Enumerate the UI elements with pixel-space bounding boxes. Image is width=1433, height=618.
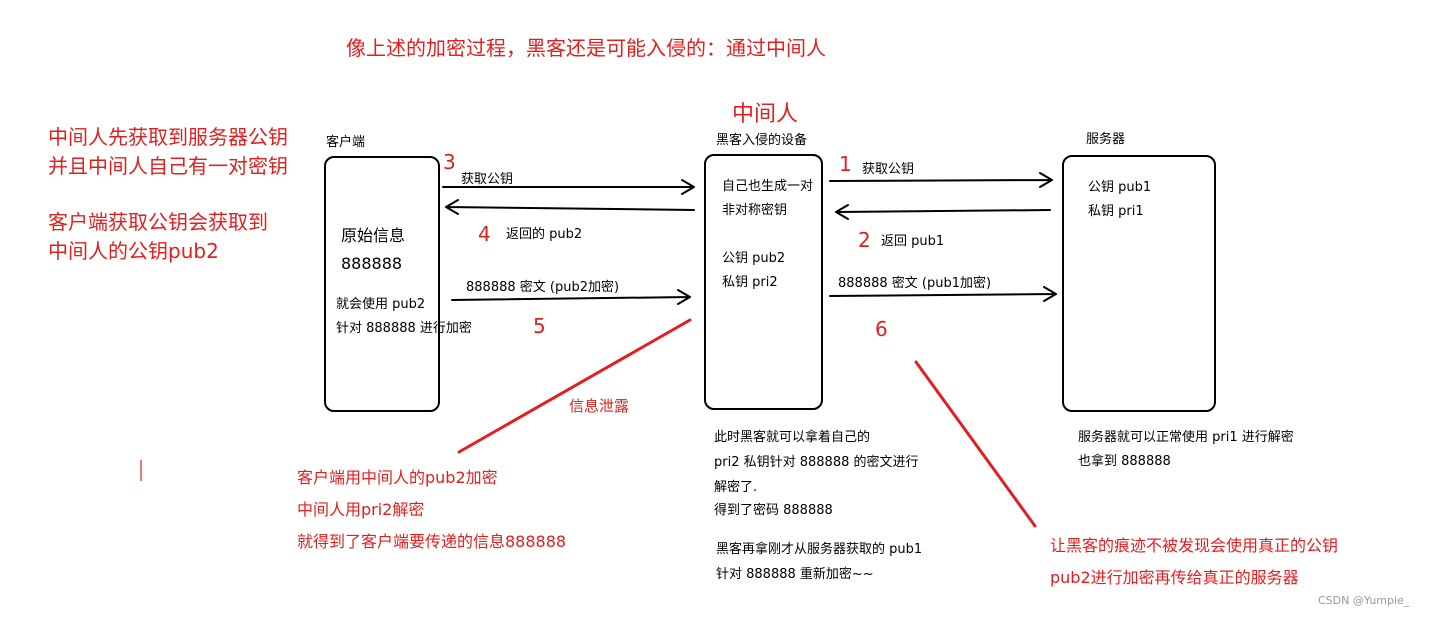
client-label: 客户端 — [326, 135, 366, 150]
client-use-line1: 就会使用 pub2 — [336, 297, 426, 312]
hacker-pub: 公钥 pub2 — [722, 251, 786, 266]
server-note-2: 也拿到 888888 — [1078, 454, 1171, 469]
red-stroke-leak — [457, 318, 692, 454]
arrow-return-pub2 — [445, 199, 695, 215]
arrow-label-cipher-pub2: 888888 密文 (pub2加密) — [466, 280, 620, 295]
server-label: 服务器 — [1086, 132, 1126, 147]
step-number-2: 2 — [858, 228, 871, 252]
mitm-label: 中间人 — [732, 102, 799, 127]
server-pub: 公钥 pub1 — [1088, 180, 1152, 195]
step-number-3: 3 — [443, 150, 456, 174]
arrow-cipher-pub1 — [829, 286, 1057, 302]
hacker-gen-line2: 非对称密钥 — [722, 203, 788, 218]
server-pri: 私钥 pri1 — [1088, 204, 1144, 219]
hacker-note-1: 此时黑客就可以拿着自己的 — [714, 430, 871, 445]
arrow-return-pub1 — [835, 204, 1051, 220]
hacker-box — [704, 154, 823, 410]
client-mitm-note-1: 客户端用中间人的pub2加密 — [297, 468, 498, 487]
hacker-note-2: pri2 私钥针对 888888 的密文进行 — [714, 455, 919, 470]
step-number-5: 5 — [533, 314, 546, 338]
left-note-4: 中间人的公钥pub2 — [48, 239, 219, 263]
client-original-label: 原始信息 — [341, 226, 406, 245]
left-note-2: 并且中间人自己有一对密钥 — [48, 154, 288, 178]
server-note-1: 服务器就可以正常使用 pri1 进行解密 — [1078, 430, 1294, 445]
hacker-pri: 私钥 pri2 — [722, 275, 778, 290]
arrow-get-pubkey-right — [829, 172, 1053, 188]
arrow-label-get-pubkey-left: 获取公钥 — [461, 172, 514, 187]
client-mitm-note-2: 中间人用pri2解密 — [297, 500, 425, 519]
hacker-label: 黑客入侵的设备 — [716, 133, 808, 148]
server-box — [1062, 155, 1216, 412]
left-note-1: 中间人先获取到服务器公钥 — [48, 125, 288, 149]
hacker-note-5: 黑客再拿刚才从服务器获取的 pub1 — [716, 542, 923, 557]
bottom-right-note-1: 让黑客的痕迹不被发现会使用真正的公钥 — [1050, 536, 1339, 555]
leak-label: 信息泄露 — [569, 397, 630, 415]
client-box — [324, 156, 440, 412]
diagram-title: 像上述的加密过程，黑客还是可能入侵的：通过中间人 — [346, 36, 826, 60]
hacker-note-4: 得到了密码 888888 — [714, 503, 833, 518]
hacker-note-3: 解密了. — [714, 480, 758, 495]
hacker-gen-line1: 自己也生成一对 — [722, 179, 814, 194]
client-mitm-note-3: 就得到了客户端要传递的信息888888 — [297, 532, 567, 551]
arrow-get-pubkey-left — [442, 179, 695, 195]
client-original-value: 888888 — [341, 254, 403, 273]
step-number-4: 4 — [478, 222, 491, 246]
client-use-line2: 针对 888888 进行加密 — [336, 321, 472, 336]
left-note-3: 客户端获取公钥会获取到 — [48, 210, 268, 234]
arrow-label-return-pub1: 返回 pub1 — [881, 234, 945, 249]
watermark: CSDN @Yumpie_ — [1318, 594, 1410, 607]
arrow-label-get-pubkey-right: 获取公钥 — [862, 162, 915, 177]
arrow-label-cipher-pub1: 888888 密文 (pub1加密) — [838, 276, 992, 291]
step-number-1: 1 — [839, 152, 852, 176]
bottom-right-note-2: pub2进行加密再传给真正的服务器 — [1050, 568, 1299, 587]
arrow-cipher-pub2 — [451, 289, 691, 305]
step-number-6: 6 — [875, 317, 888, 341]
red-stroke-forward — [914, 360, 1037, 528]
hacker-note-6: 针对 888888 重新加密~~ — [716, 567, 874, 582]
arrow-label-return-pub2: 返回的 pub2 — [506, 227, 583, 242]
